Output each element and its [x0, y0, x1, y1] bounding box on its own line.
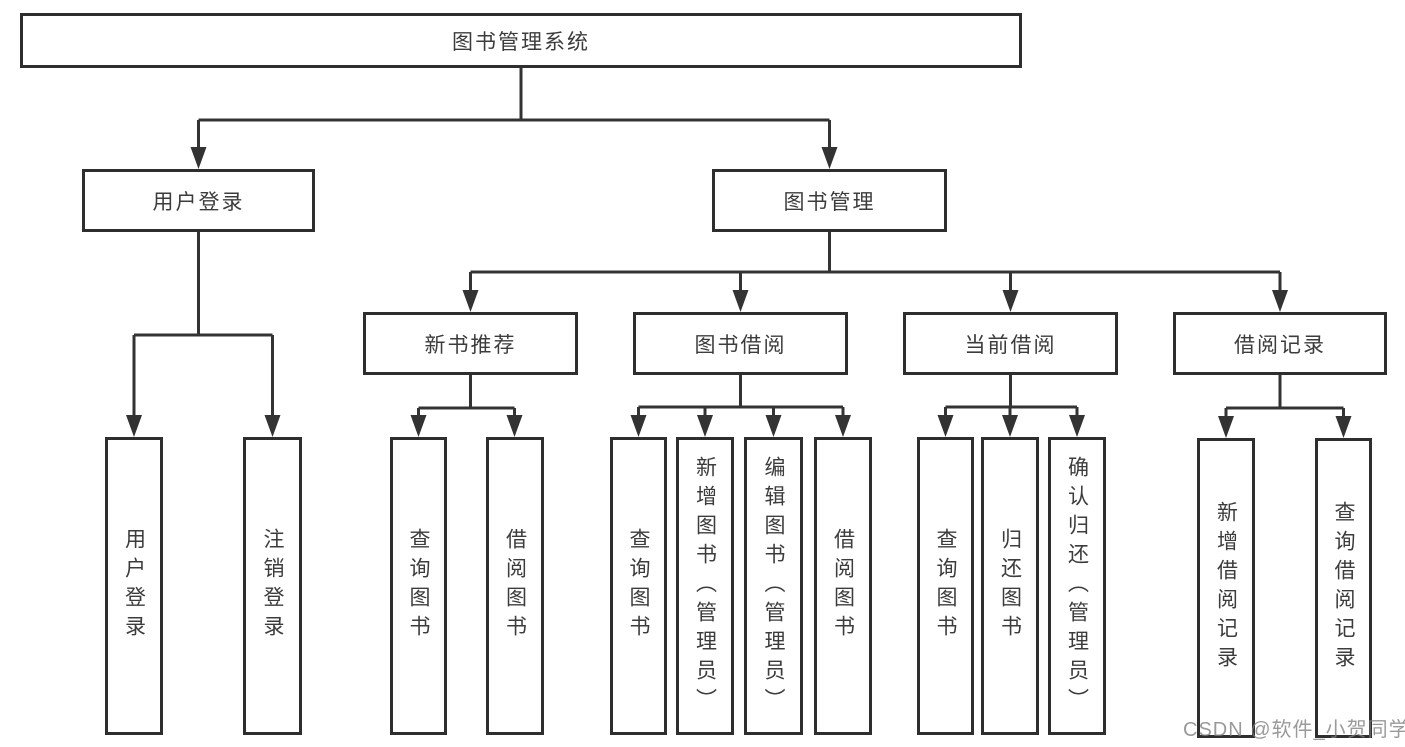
leaf-nb-borrow-books-label: 借阅图书	[503, 528, 527, 644]
tree-edges	[132, 68, 1345, 418]
node-book-borrowing: 图书借阅	[633, 312, 848, 375]
leaf-br-query-record-label: 查询借阅记录	[1332, 501, 1355, 675]
leaf-cb-query-books: 查询图书	[917, 437, 974, 735]
node-new-book-recommend: 新书推荐	[363, 312, 578, 375]
leaf-bb-add-books: 新增图书（管理员）	[676, 437, 734, 735]
leaf-cb-return-books: 归还图书	[981, 437, 1039, 735]
leaf-user-login: 用户登录	[105, 437, 163, 735]
leaf-nb-borrow-books: 借阅图书	[486, 437, 544, 735]
node-user-login: 用户登录	[82, 169, 315, 232]
leaf-bb-edit-books: 编辑图书（管理员）	[744, 437, 803, 735]
node-current-borrowing: 当前借阅	[903, 312, 1118, 375]
leaf-logout: 注销登录	[243, 437, 302, 735]
leaf-bb-borrow-books: 借阅图书	[814, 437, 872, 735]
node-root-label: 图书管理系统	[452, 30, 590, 54]
node-book-management-label: 图书管理	[783, 190, 876, 214]
leaf-bb-borrow-books-label: 借阅图书	[831, 528, 855, 644]
node-borrowing-records-label: 借阅记录	[1234, 333, 1326, 357]
node-current-borrowing-label: 当前借阅	[964, 333, 1057, 357]
leaf-bb-edit-books-label: 编辑图书（管理员）	[762, 455, 785, 717]
arrowheads	[126, 147, 1352, 438]
leaf-cb-query-books-label: 查询图书	[934, 528, 957, 644]
leaf-br-query-record: 查询借阅记录	[1315, 438, 1372, 738]
leaf-nb-query-books: 查询图书	[390, 437, 447, 735]
leaf-cb-return-books-label: 归还图书	[998, 528, 1022, 644]
leaf-bb-query-books-label: 查询图书	[627, 528, 650, 644]
leaf-user-login-label: 用户登录	[122, 528, 146, 644]
node-root: 图书管理系统	[20, 13, 1022, 68]
leaf-nb-query-books-label: 查询图书	[407, 528, 430, 644]
leaf-br-add-record-label: 新增借阅记录	[1214, 501, 1238, 675]
node-borrowing-records: 借阅记录	[1173, 312, 1387, 375]
node-user-login-label: 用户登录	[152, 190, 245, 214]
csdn-watermark: CSDN @软件_小贺同学	[1183, 719, 1405, 741]
leaf-bb-query-books: 查询图书	[610, 437, 667, 735]
leaf-br-add-record: 新增借阅记录	[1197, 438, 1255, 738]
leaf-cb-confirm-return: 确认归还（管理员）	[1048, 437, 1106, 735]
leaf-bb-add-books-label: 新增图书（管理员）	[693, 455, 717, 717]
leaf-cb-confirm-return-label: 确认归还（管理员）	[1065, 455, 1089, 717]
leaf-logout-label: 注销登录	[261, 528, 284, 644]
node-book-management: 图书管理	[712, 169, 947, 232]
node-new-book-recommend-label: 新书推荐	[424, 333, 517, 357]
node-book-borrowing-label: 图书借阅	[694, 333, 787, 357]
